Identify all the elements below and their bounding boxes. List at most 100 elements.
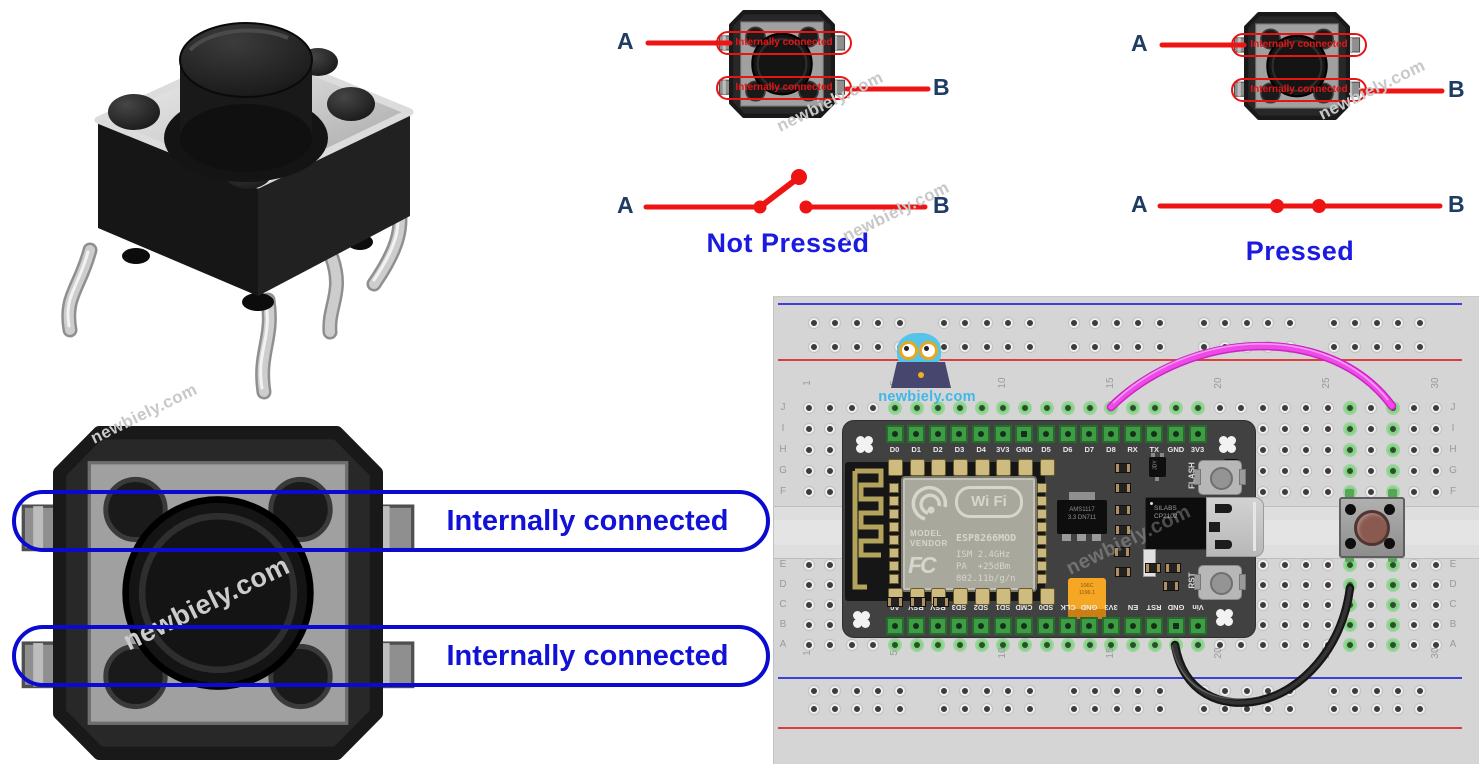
mcu-pin-label: GND [1167,445,1185,454]
smd-component [887,597,903,607]
mcu-pin-CLK [1058,617,1077,635]
breadboard-hole [1111,317,1122,328]
breadboard-hole [1431,402,1442,413]
pin-b-label: B [933,74,950,100]
breadboard-hole [851,317,862,328]
owl-pupil [904,346,909,351]
breadboard-hole-connected [976,639,987,650]
breadboard-hole [1371,341,1382,352]
internally-connected-oval-bottom [12,625,770,687]
breadboard-hole [938,685,949,696]
breadboard-hole [1366,599,1377,610]
breadboard-hole [846,402,857,413]
breadboard-hole [1366,579,1377,590]
breadboard-hole [1214,402,1225,413]
breadboard-hole [1301,599,1312,610]
breadboard-hole [1257,486,1268,497]
breadboard-hole [1279,486,1290,497]
breadboard-hole [1257,599,1268,610]
smd-component [1115,483,1131,493]
breadboard-hole-connected [911,639,922,650]
mcu-pin-label: RX [1127,445,1138,454]
breadboard-hole [1431,639,1442,650]
module-pad [1037,496,1047,506]
breadboard-hole [1393,703,1404,714]
push-button-top-view [718,10,846,118]
row-letter: A [1449,639,1457,650]
breadboard-hole [1090,317,1101,328]
row-letter: J [1450,402,1456,413]
breadboard-hole [1301,402,1312,413]
breadboard-hole [1409,402,1420,413]
breadboard-hole [938,703,949,714]
breadboard-hole [1301,559,1312,570]
micro-usb-connector [1206,497,1264,557]
push-button-photo [61,22,414,400]
module-pad [1037,561,1047,571]
breadboard-hole [1301,423,1312,434]
breadboard-hole [1366,465,1377,476]
mcu-pin-label: D4 [976,445,986,454]
solder-pad [974,588,990,605]
module-pad [889,522,899,532]
breadboard-hole [1328,317,1339,328]
column-number: 1 [802,650,813,656]
breadboard-hole-connected [1084,639,1095,650]
breadboard-hole-connected [1387,579,1398,590]
breadboard-hole [1279,423,1290,434]
column-number: 5 [888,650,900,656]
breadboard-hole-connected [933,639,944,650]
module-model-label: MODEL [910,529,942,538]
solder-pad [1017,459,1033,476]
mcu-pin-D4 [972,425,991,443]
breadboard-hole [1263,703,1274,714]
breadboard-hole [1133,317,1144,328]
mcu-pin-D8 [1101,425,1120,443]
smd-component [1115,463,1131,473]
module-spec-80211: 802.11b/g/n [956,574,1016,584]
breadboard-hole [1301,444,1312,455]
reset-button [1194,565,1246,600]
breadboard-hole [1220,341,1231,352]
breadboard-hole [1220,703,1231,714]
row-letter: H [779,444,787,455]
breadboard-hole [808,685,819,696]
column-number: 25 [1321,377,1333,389]
not-pressed-caption: Not Pressed [706,228,870,258]
breadboard-hole [830,317,841,328]
breadboard-hole-connected [1063,402,1074,413]
breadboard-hole [1068,341,1079,352]
breadboard-hole-connected [1171,639,1182,650]
regulator-leg [1092,528,1101,541]
mcu-pin-label: D6 [1062,445,1073,454]
breadboard-hole [1371,317,1382,328]
breadboard-hole [1024,685,1035,696]
row-letter: G [1449,465,1457,476]
mcu-pin-label: Vin [1191,603,1204,612]
breadboard-hole [1409,559,1420,570]
row-letter: B [1449,619,1457,630]
breadboard-hole [825,444,836,455]
breadboard-hole-connected [1344,619,1355,630]
breadboard-push-button [1339,497,1405,558]
breadboard-hole [1263,317,1274,328]
breadboard-hole-connected [1171,402,1182,413]
breadboard-hole-connected [1149,639,1160,650]
module-spec-ism: ISM 2.4GHz [956,550,1011,560]
breadboard-hole-connected [1084,402,1095,413]
breadboard-hole [1068,317,1079,328]
mcu-pin-TX [1145,425,1164,443]
mounting-hole [1222,439,1233,450]
row-letter: D [1449,579,1457,590]
mcu-pin-3V3 [1188,425,1207,443]
module-pad [889,496,899,506]
breadboard-hole [1409,639,1420,650]
breadboard-hole-connected [1128,402,1139,413]
row-letter: I [781,423,785,434]
breadboard-hole-connected [1106,639,1117,650]
breadboard-hole-connected [1387,402,1398,413]
mcu-pin-CMD [1015,617,1034,635]
breadboard-hole [1431,599,1442,610]
breadboard-hole [1279,444,1290,455]
